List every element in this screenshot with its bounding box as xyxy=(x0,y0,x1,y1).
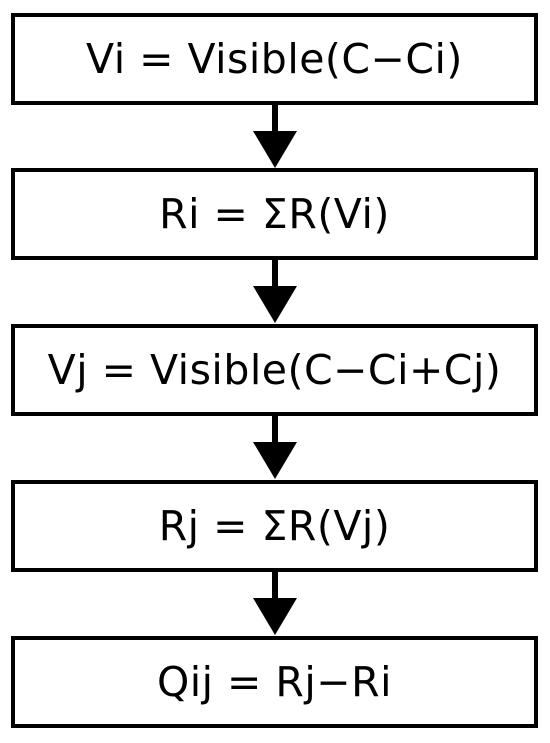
step-label-ri: Ri = ΣR(Vi) xyxy=(159,190,390,238)
down-arrow-icon xyxy=(253,416,297,479)
step-label-rj: Rj = ΣR(Vj) xyxy=(158,502,391,550)
down-arrow-icon xyxy=(253,260,297,323)
down-arrow-icon xyxy=(253,572,297,635)
step-box-visible-vi: Vi = Visible(C−Ci) xyxy=(11,13,538,105)
down-arrow-icon xyxy=(253,105,297,168)
step-box-sum-rj: Rj = ΣR(Vj) xyxy=(11,480,538,572)
step-box-visible-vj: Vj = Visible(C−Ci+Cj) xyxy=(11,324,538,416)
step-label-qij: Qij = Rj−Ri xyxy=(156,658,393,706)
step-label-vj: Vj = Visible(C−Ci+Cj) xyxy=(47,346,502,394)
step-box-qij: Qij = Rj−Ri xyxy=(11,636,538,728)
step-label-vi: Vi = Visible(C−Ci) xyxy=(86,35,463,83)
step-box-sum-ri: Ri = ΣR(Vi) xyxy=(11,168,538,260)
